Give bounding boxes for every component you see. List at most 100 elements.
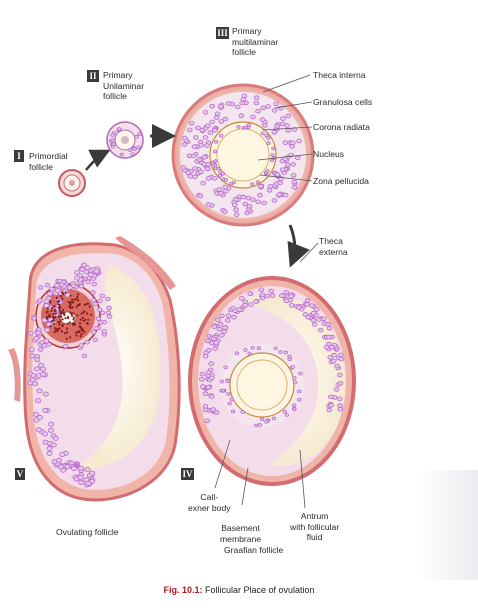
granulosa-cell: [206, 348, 211, 352]
granulosa-cell: [258, 193, 263, 197]
granulosa-cell: [50, 287, 55, 291]
granulosa-cell: [292, 180, 297, 184]
granulosa-cell: [38, 286, 43, 290]
granulosa-cell: [223, 326, 228, 330]
yolk-granule: [81, 313, 83, 315]
granulosa-cell: [266, 105, 271, 109]
granulosa-cell: [216, 318, 221, 322]
granulosa-cell: [281, 117, 286, 121]
graafian-follicle: [190, 278, 354, 484]
granulosa-cell: [239, 297, 244, 301]
granulosa-cell: [244, 349, 248, 352]
yolk-granule: [82, 330, 84, 332]
granulosa-cell: [205, 144, 210, 148]
granulosa-cell: [274, 102, 279, 106]
granulosa-cell: [296, 305, 301, 309]
granulosa-cell: [241, 411, 245, 414]
granulosa-cell: [305, 303, 310, 307]
granulosa-cell: [220, 134, 223, 137]
yolk-granule: [84, 311, 86, 313]
yolk-granule: [60, 316, 62, 318]
granulosa-cell: [254, 101, 259, 105]
granulosa-cell: [181, 166, 186, 170]
yolk-granule: [59, 321, 61, 323]
yolk-granule: [71, 301, 73, 303]
granulosa-cell: [248, 292, 253, 296]
granulosa-cell: [298, 398, 302, 401]
stage-i-badge: I: [14, 150, 24, 162]
granulosa-cell: [71, 466, 76, 470]
granulosa-cell: [212, 325, 217, 329]
granulosa-cell: [75, 270, 80, 274]
granulosa-cell: [42, 432, 47, 436]
granulosa-cell: [203, 392, 208, 396]
granulosa-cell: [217, 327, 222, 331]
yolk-granule: [51, 307, 53, 309]
granulosa-cell: [213, 150, 216, 153]
granulosa-cell: [206, 124, 211, 128]
granulosa-cell: [299, 372, 303, 375]
yolk-granule: [64, 317, 66, 319]
granulosa-cell: [47, 451, 52, 455]
granulosa-cell: [93, 302, 98, 306]
granulosa-cell: [223, 189, 228, 193]
granulosa-cell: [214, 341, 219, 345]
granulosa-cell: [131, 153, 135, 156]
granulosa-cell: [339, 357, 344, 361]
granulosa-cell: [258, 423, 262, 426]
granulosa-cell: [209, 395, 214, 399]
granulosa-cell: [331, 359, 336, 363]
yolk-granule: [60, 295, 62, 297]
granulosa-cell: [202, 155, 207, 159]
granulosa-cell: [321, 317, 326, 321]
granulosa-cell: [283, 193, 288, 197]
granulosa-cell: [135, 135, 139, 138]
stage-ii-badge: II: [87, 70, 99, 82]
granulosa-cell: [208, 131, 213, 135]
granulosa-cell: [246, 196, 251, 200]
granulosa-cell: [261, 106, 266, 110]
yolk-granule: [69, 336, 71, 338]
yolk-granule: [57, 330, 59, 332]
granulosa-cell: [251, 346, 255, 349]
granulosa-cell: [317, 318, 322, 322]
granulosa-cell: [38, 299, 43, 303]
granulosa-cell: [242, 94, 247, 98]
granulosa-cell: [98, 321, 103, 325]
granulosa-cell: [36, 331, 41, 335]
granulosa-cell: [199, 143, 204, 147]
granulosa-cell: [196, 126, 201, 130]
granulosa-cell: [106, 311, 111, 315]
granulosa-cell: [256, 109, 261, 113]
granulosa-cell: [48, 428, 53, 432]
yolk-granule: [84, 304, 86, 306]
granulosa-cell: [285, 124, 290, 128]
yolk-granule: [64, 332, 66, 334]
granulosa-cell: [111, 134, 115, 137]
granulosa-cell: [200, 385, 205, 389]
granulosa-cell: [34, 367, 39, 371]
granulosa-cell: [260, 118, 265, 122]
yolk-granule: [68, 306, 70, 308]
granulosa-cell: [206, 371, 211, 375]
granulosa-cell: [280, 168, 285, 172]
granulosa-cell: [28, 331, 33, 335]
granulosa-cell: [327, 327, 332, 331]
yolk-granule: [69, 321, 71, 323]
granulosa-cell: [259, 184, 264, 188]
yolk-granule: [80, 319, 82, 321]
granulosa-cell: [29, 348, 34, 352]
yolk-granule: [72, 318, 74, 320]
yolk-granule: [58, 323, 60, 325]
ovulating-follicle-label: Ovulating follicle: [56, 527, 119, 538]
granulosa-cell: [197, 158, 202, 162]
granulosa-cell: [237, 308, 242, 312]
yolk-granule: [66, 338, 68, 340]
granulosa-cell: [311, 319, 316, 323]
granulosa-cell: [41, 372, 46, 376]
granulosa-cell: [57, 458, 62, 462]
granulosa-cell: [272, 109, 277, 113]
granulosa-cell: [257, 347, 261, 350]
yolk-granule: [54, 331, 56, 333]
granulosa-cell: [112, 143, 116, 146]
